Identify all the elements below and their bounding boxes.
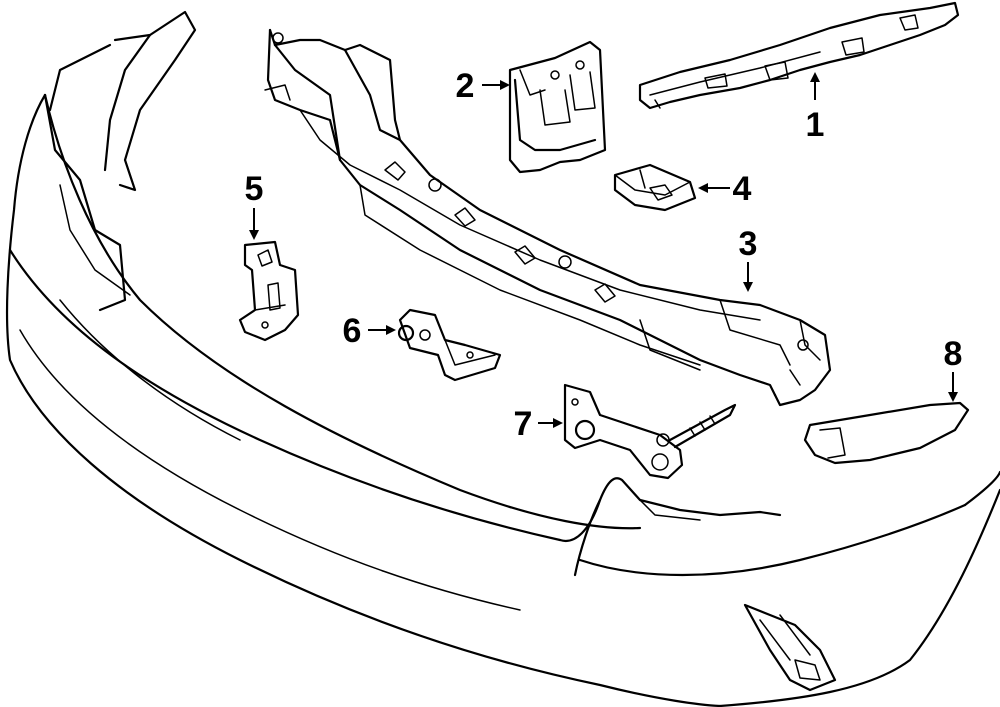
bumper-cover <box>5 10 1000 707</box>
callout-2: 2 <box>456 67 475 105</box>
part-1-side-bracket <box>638 1 960 110</box>
part-5-vertical-bracket <box>238 240 300 342</box>
callout-leaders <box>249 72 958 428</box>
callout-6: 6 <box>343 312 362 350</box>
part-3-impact-bar <box>264 28 832 407</box>
part-4-clip <box>613 163 697 212</box>
part-2-center-bracket <box>508 40 607 174</box>
part-7-plate-bracket <box>563 383 737 480</box>
callout-1: 1 <box>806 106 825 144</box>
callout-4: 4 <box>733 170 752 208</box>
callout-5: 5 <box>245 170 264 208</box>
part-6-angle-bracket <box>397 308 502 382</box>
callout-7: 7 <box>514 405 533 443</box>
callout-3: 3 <box>739 225 758 263</box>
part-8-reflector <box>803 401 970 465</box>
callout-8: 8 <box>944 335 963 373</box>
